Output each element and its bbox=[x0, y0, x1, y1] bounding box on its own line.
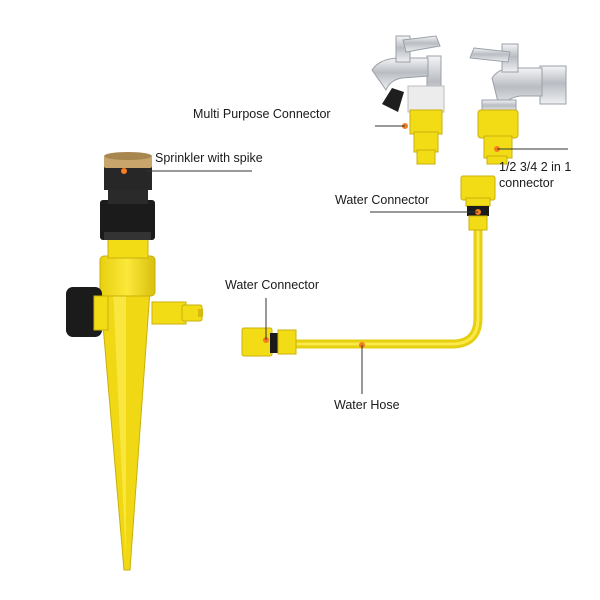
faucet-with-adapter-icon bbox=[469, 43, 567, 165]
label-multi-purpose-connector: Multi Purpose Connector bbox=[193, 107, 331, 121]
faucet-with-connector-icon bbox=[371, 35, 445, 165]
label-adapter-line2: connector bbox=[499, 176, 554, 190]
hose-with-connectors-icon bbox=[241, 175, 496, 357]
label-water-hose: Water Hose bbox=[334, 398, 400, 412]
label-water-connector-top: Water Connector bbox=[335, 193, 430, 207]
label-adapter-line1: 1/2 3/4 2 in 1 bbox=[499, 160, 572, 174]
sprinkler-spike-icon bbox=[66, 152, 203, 571]
leader-lines bbox=[146, 125, 568, 394]
label-sprinkler-with-spike: Sprinkler with spike bbox=[155, 151, 263, 165]
label-water-connector-left: Water Connector bbox=[225, 278, 320, 292]
